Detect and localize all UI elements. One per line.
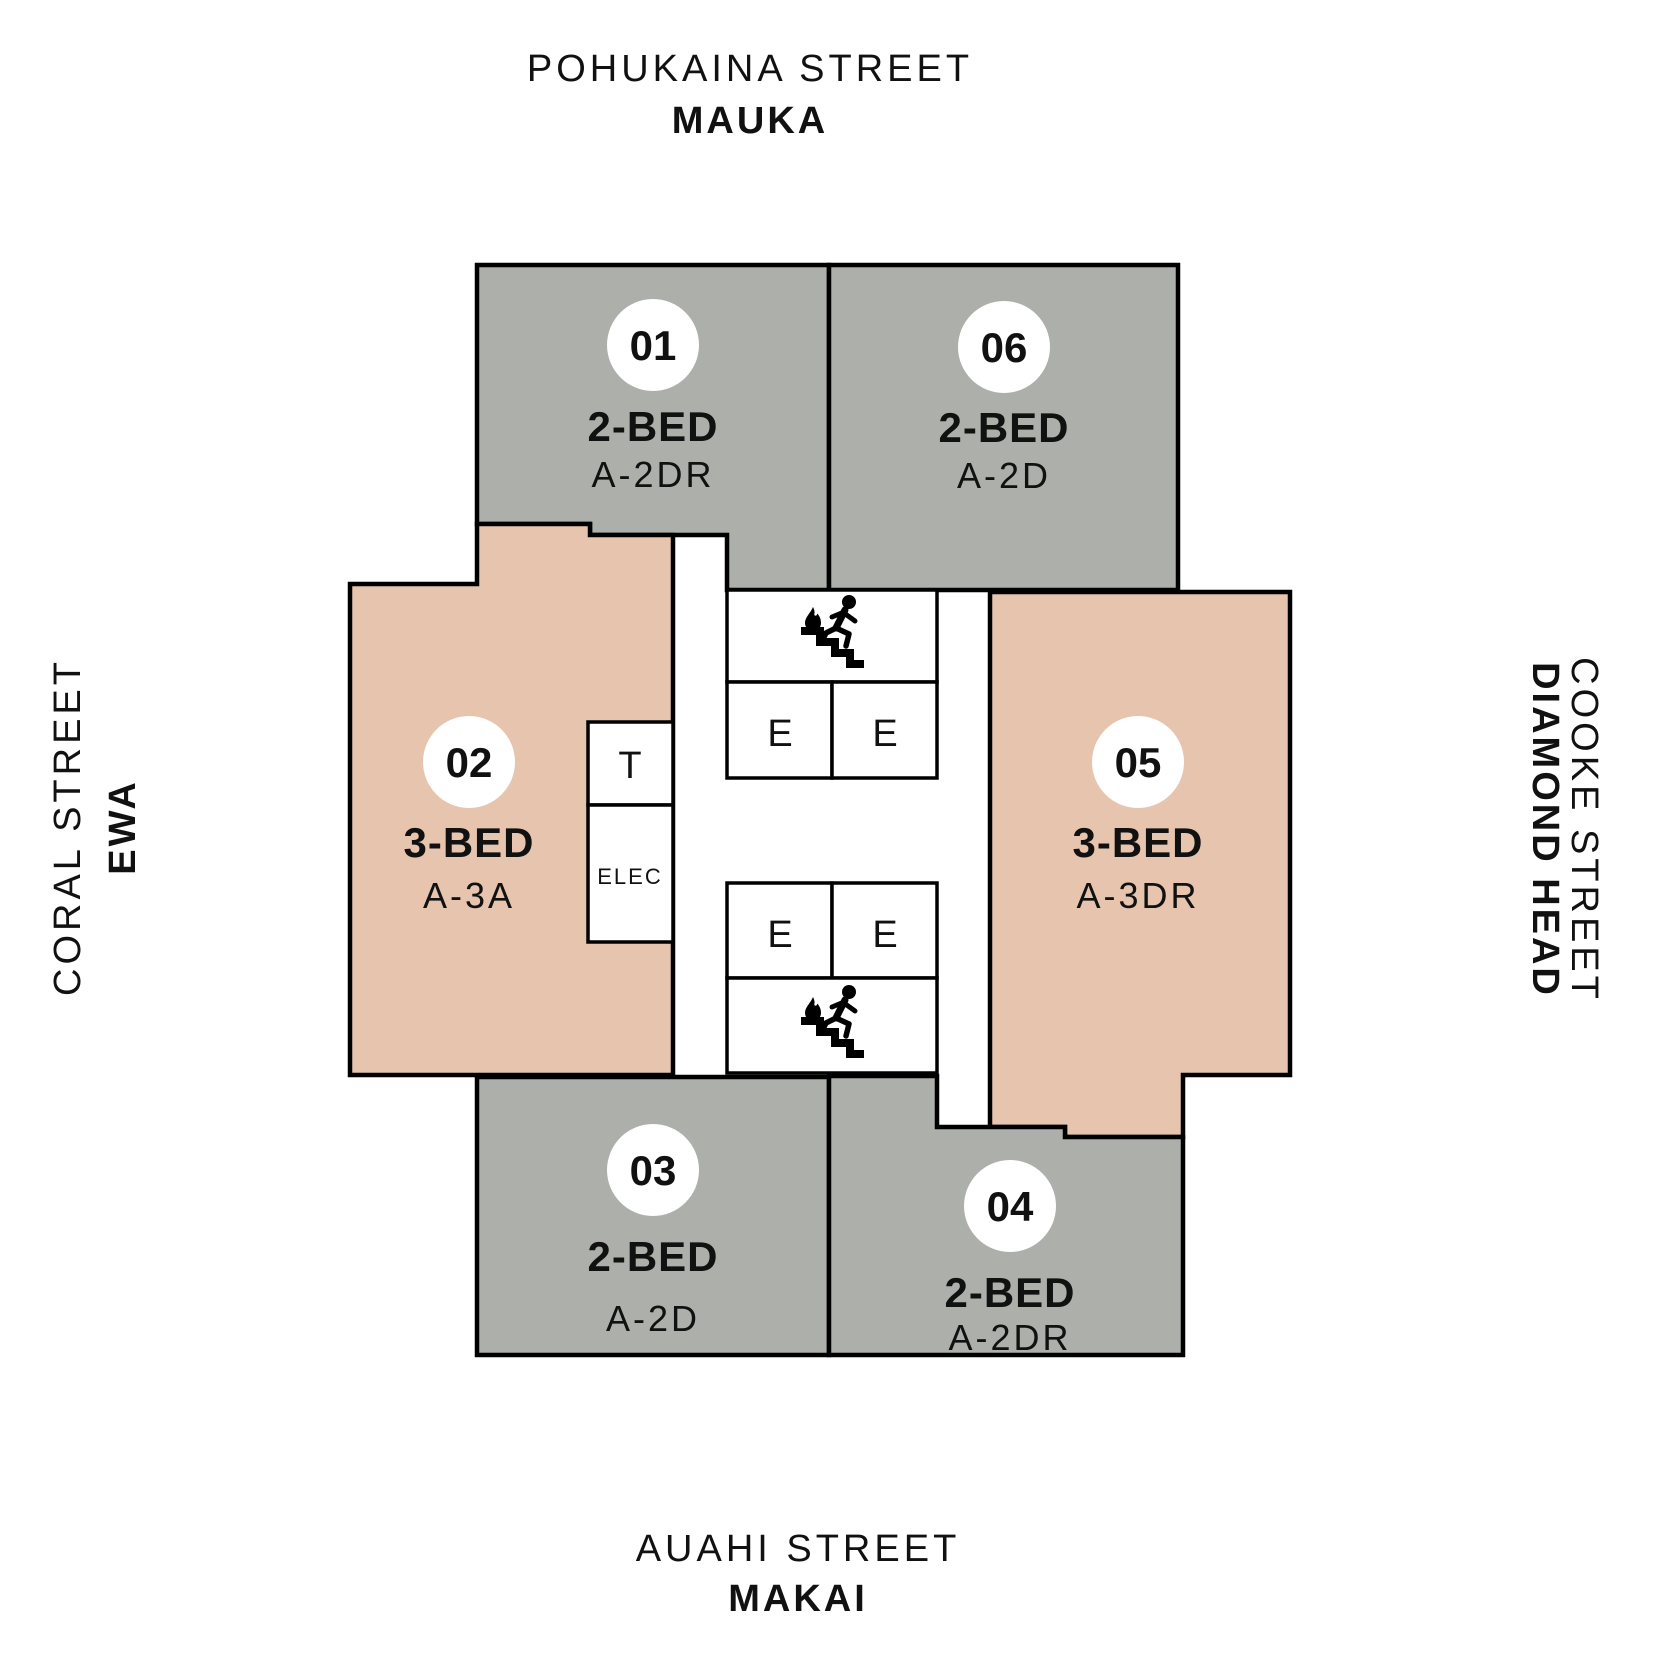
unit-04-plan: A-2DR bbox=[948, 1317, 1071, 1358]
stairwell-top bbox=[725, 588, 939, 684]
trash-room-label: T bbox=[618, 745, 641, 787]
unit-04-number: 04 bbox=[987, 1183, 1034, 1230]
unit-06-plan: A-2D bbox=[957, 455, 1051, 496]
trash-room bbox=[586, 720, 675, 807]
unit-05-plan: A-3DR bbox=[1076, 875, 1199, 916]
elevator-bottom-right bbox=[830, 881, 939, 980]
unit-03-number-badge bbox=[607, 1124, 699, 1216]
stairwell-bottom bbox=[725, 976, 939, 1075]
unit-06-number: 06 bbox=[981, 324, 1028, 371]
unit-03-type: 2-BED bbox=[587, 1233, 718, 1280]
unit-02-label[interactable]: 02 3-BED A-3A bbox=[403, 716, 534, 916]
street-direction-left: EWA bbox=[102, 779, 144, 875]
unit-03-number: 03 bbox=[630, 1147, 677, 1194]
street-direction-top: MAUKA bbox=[672, 100, 828, 142]
unit-06-type: 2-BED bbox=[938, 404, 1069, 451]
elevator-top-right bbox=[830, 680, 939, 780]
unit-02-plan: A-3A bbox=[423, 875, 515, 916]
elevator-bottom-right-label: E bbox=[872, 914, 897, 956]
unit-06-number-badge bbox=[958, 301, 1050, 393]
unit-05-label[interactable]: 05 3-BED A-3DR bbox=[1072, 716, 1203, 916]
elevator-bottom-left-label: E bbox=[767, 914, 792, 956]
unit-05-type: 3-BED bbox=[1072, 819, 1203, 866]
street-label-right: COOKE STREET DIAMOND HEAD bbox=[1524, 657, 1605, 1003]
unit-03-plan: A-2D bbox=[606, 1298, 700, 1339]
unit-02-type: 3-BED bbox=[403, 819, 534, 866]
unit-05-number: 05 bbox=[1115, 739, 1162, 786]
street-label-bottom: AUAHI STREET MAKAI bbox=[636, 1528, 961, 1620]
unit-03-label[interactable]: 03 2-BED A-2D bbox=[587, 1124, 718, 1339]
unit-01-type: 2-BED bbox=[587, 403, 718, 450]
unit-06-label[interactable]: 06 2-BED A-2D bbox=[938, 301, 1069, 496]
unit-01-plan: A-2DR bbox=[591, 454, 714, 495]
elevator-top-left-label: E bbox=[767, 713, 792, 755]
unit-01-number: 01 bbox=[630, 322, 677, 369]
unit-05-number-badge bbox=[1092, 716, 1184, 808]
unit-01-label[interactable]: 01 2-BED A-2DR bbox=[587, 299, 718, 495]
street-direction-right: DIAMOND HEAD bbox=[1524, 662, 1566, 998]
elevator-top-right-label: E bbox=[872, 713, 897, 755]
elevator-top-left bbox=[725, 680, 834, 780]
unit-04-label[interactable]: 04 2-BED A-2DR bbox=[944, 1160, 1075, 1358]
street-label-top: POHUKAINA STREET MAUKA bbox=[527, 48, 973, 142]
electrical-room-label: ELEC bbox=[597, 864, 662, 889]
street-direction-bottom: MAKAI bbox=[728, 1578, 868, 1620]
street-label-left: CORAL STREET EWA bbox=[47, 658, 144, 996]
unit-02-number-badge bbox=[423, 716, 515, 808]
street-name-bottom: AUAHI STREET bbox=[636, 1528, 961, 1570]
unit-01-number-badge bbox=[607, 299, 699, 391]
unit-02-number: 02 bbox=[446, 739, 493, 786]
street-name-left: CORAL STREET bbox=[47, 658, 89, 996]
street-name-right: COOKE STREET bbox=[1563, 657, 1605, 1003]
unit-04-number-badge bbox=[964, 1160, 1056, 1252]
unit-04-type: 2-BED bbox=[944, 1269, 1075, 1316]
electrical-room bbox=[586, 803, 675, 944]
street-name-top: POHUKAINA STREET bbox=[527, 48, 973, 90]
